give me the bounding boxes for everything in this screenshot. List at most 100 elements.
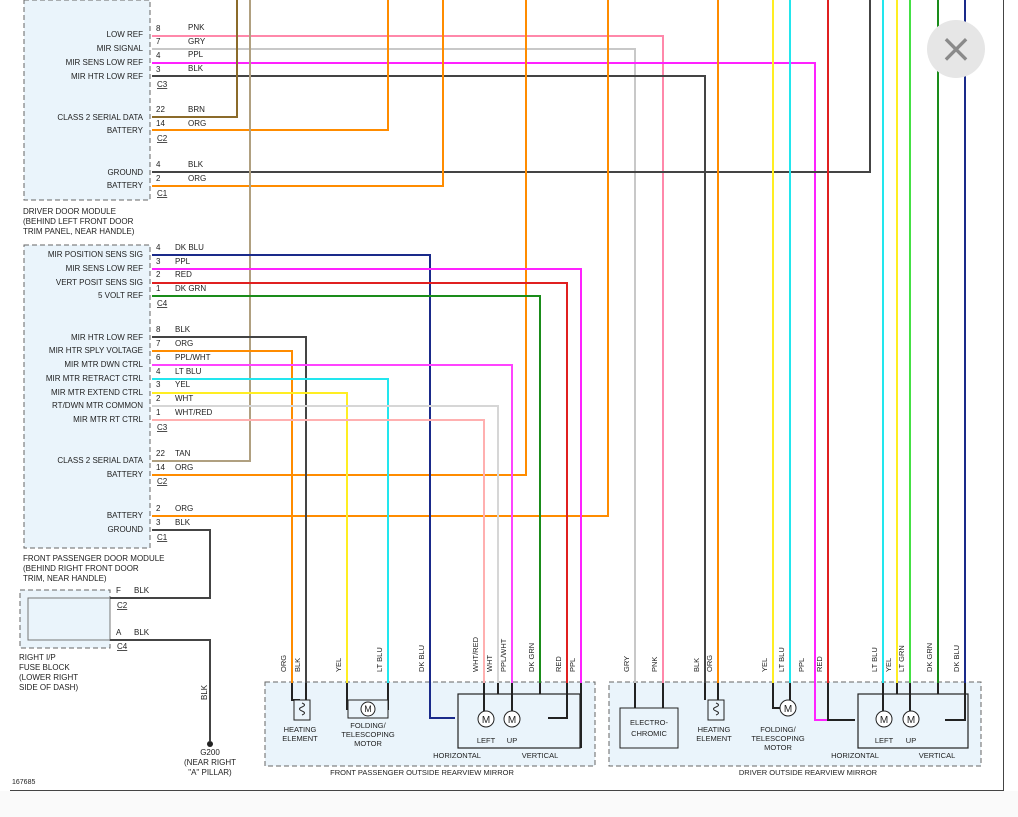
module-title: TRIM PANEL, NEAR HANDLE) xyxy=(23,227,135,236)
wire-color-label: ORG xyxy=(175,339,193,348)
wire-blk-heat xyxy=(152,336,307,683)
pin-number: 3 xyxy=(156,257,161,266)
pin-number: 2 xyxy=(156,394,161,403)
ground-symbol xyxy=(207,741,213,747)
wire-internal xyxy=(827,683,855,721)
row-label: MIR HTR SPLY VOLTAGE xyxy=(49,346,143,355)
pin-number: 4 xyxy=(156,243,161,252)
wire-whtred xyxy=(152,419,485,683)
wire-wht xyxy=(152,405,499,683)
mirror-wire-label: ORG xyxy=(279,655,288,672)
ground-title: "A" PILLAR) xyxy=(188,768,232,777)
fuse-block-title: (LOWER RIGHT xyxy=(19,673,78,682)
mirror-wire-label: DK GRN xyxy=(925,643,934,672)
close-button[interactable]: × xyxy=(927,20,985,78)
passenger-module-labels: MIR POSITION SENS SIG MIR SENS LOW REF V… xyxy=(23,243,213,583)
wire-color-label: BLK xyxy=(175,518,191,527)
mirror-wire-label: ORG xyxy=(705,655,714,672)
wire-ppl-passenger xyxy=(152,268,582,683)
pin-number: 4 xyxy=(156,160,161,169)
wire-color-label: BLK xyxy=(134,628,150,637)
pin-number: 14 xyxy=(156,119,165,128)
pin-number: 3 xyxy=(156,518,161,527)
up-label: UP xyxy=(906,736,916,745)
row-label: MIR POSITION SENS SIG xyxy=(48,250,143,259)
wire-blk xyxy=(152,75,706,683)
heating-coil xyxy=(299,702,305,716)
horizontal-motor-frame xyxy=(457,693,581,749)
mirror-wire-label: WHT/RED xyxy=(471,636,480,672)
fuse-block-title: FUSE BLOCK xyxy=(19,663,70,672)
row-label: 5 VOLT REF xyxy=(98,291,143,300)
wire-color-label: ORG xyxy=(188,119,206,128)
pin-number: F xyxy=(116,586,121,595)
motor-icon xyxy=(360,701,376,717)
mirror-wire-label: LT GRN xyxy=(897,645,906,672)
row-label: MIR MTR EXTEND CTRL xyxy=(51,388,144,397)
heating-element-label: ELEMENT xyxy=(696,734,732,743)
row-label: MIR SENS LOW REF xyxy=(66,264,143,273)
mirror-wire-label: PNK xyxy=(650,657,659,672)
pin-number: 22 xyxy=(156,105,165,114)
wire-color-label: BLK xyxy=(188,160,204,169)
electrochromic-label: CHROMIC xyxy=(631,729,667,738)
mirror-wire-label: RED xyxy=(554,656,563,672)
wire-color-label: WHT/RED xyxy=(175,408,213,417)
up-label: UP xyxy=(507,736,517,745)
wire-ltblu xyxy=(152,378,389,683)
wire-color-label: ORG xyxy=(175,463,193,472)
mirror-wire-label: DK BLU xyxy=(417,645,426,672)
pin-number: 3 xyxy=(156,65,161,74)
wire-color-label: BRN xyxy=(188,105,205,114)
heating-coil xyxy=(713,702,719,716)
connector-label: C1 xyxy=(157,189,168,198)
module-title: TRIM, NEAR HANDLE) xyxy=(23,574,107,583)
wire-color-label: DK GRN xyxy=(175,284,206,293)
pin-number: 14 xyxy=(156,463,165,472)
motor-glyph: M xyxy=(482,715,490,726)
folding-motor-label: MOTOR xyxy=(764,743,792,752)
pin-number: 22 xyxy=(156,449,165,458)
row-label: BATTERY xyxy=(107,511,144,520)
vertical-label: VERTICAL xyxy=(522,751,559,760)
pin-number: 6 xyxy=(156,353,161,362)
wire-color-label: BLK xyxy=(134,586,150,595)
mirror-wire-label: LT BLU xyxy=(777,647,786,672)
wire-red xyxy=(152,282,568,683)
wire-color-label: PPL xyxy=(175,257,191,266)
driver-module-labels: LOW REF MIR SIGNAL MIR SENS LOW REF MIR … xyxy=(23,23,206,236)
connector-label: C2 xyxy=(157,477,168,486)
wire-ppl xyxy=(152,62,830,721)
ground-title: (NEAR RIGHT xyxy=(184,758,236,767)
connector-label: C1 xyxy=(157,533,168,542)
module-title: (BEHIND RIGHT FRONT DOOR xyxy=(23,564,139,573)
motor-icon xyxy=(779,699,797,717)
figure-id: 167685 xyxy=(12,779,35,786)
motor-icon xyxy=(477,710,495,728)
row-label: CLASS 2 SERIAL DATA xyxy=(57,456,143,465)
heating-element-label: HEATING xyxy=(284,725,317,734)
wire-blk-fuse xyxy=(110,529,211,599)
wire-color-label: WHT xyxy=(175,394,193,403)
row-label: MIR MTR RT CTRL xyxy=(73,415,143,424)
left-label: LEFT xyxy=(477,736,496,745)
electrochromic-box xyxy=(619,707,679,749)
module-title: FRONT PASSENGER DOOR MODULE xyxy=(23,554,165,563)
close-icon: × xyxy=(939,26,973,72)
wire-color-label: TAN xyxy=(175,449,191,458)
folding-motor-label: TELESCOPING xyxy=(751,734,805,743)
pin-number: 2 xyxy=(156,504,161,513)
module-title: DRIVER DOOR MODULE xyxy=(23,207,116,216)
wire-org-passenger-battery-2 xyxy=(152,0,609,517)
driver-door-module-box xyxy=(23,0,151,201)
row-label: MIR MTR DWN CTRL xyxy=(64,360,143,369)
passenger-mirror-components: HEATING ELEMENT M FOLDING/ TELESCOPING M… xyxy=(282,693,581,777)
wire-color-label: BLK xyxy=(188,64,204,73)
wire-org-passenger-battery xyxy=(152,0,527,476)
wire-color-label: LT BLU xyxy=(175,367,202,376)
mirror-wire-label: PPL xyxy=(568,658,577,672)
wire-org xyxy=(152,0,389,131)
wire-org-heat xyxy=(152,350,293,683)
wire-pplwht xyxy=(152,364,513,683)
